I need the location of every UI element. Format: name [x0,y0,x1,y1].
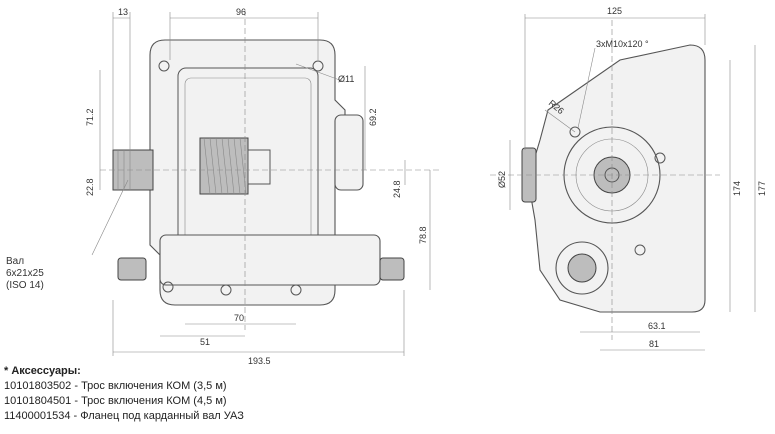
dim-63-1: 63.1 [648,321,666,331]
dim-81: 81 [649,339,659,349]
accessory-item: 11400001534 - Фланец под карданный вал У… [4,410,244,422]
accessories-list: * Аксессуары: 10101803502 - Трос включен… [4,364,244,424]
dim-70: 70 [234,313,244,323]
dim-d52: Ø52 [497,171,507,188]
thread-callout: 3xM10x120 ° [596,39,649,49]
dim-24-8: 24.8 [392,180,402,198]
dim-78-8: 78.8 [418,226,428,244]
dim-d11: Ø11 [338,74,354,84]
dim-96: 96 [236,7,246,17]
shaft-note-line: 6x21x25 [6,268,44,279]
shaft-note-line: (ISO 14) [6,280,44,291]
dim-174: 174 [732,181,742,196]
dim-193-5: 193.5 [248,356,271,366]
side-view: 125 3xM10x120 ° R26 Ø52 174 177 63.1 81 [490,6,767,351]
dim-13: 13 [118,7,128,17]
right-plug [379,257,405,281]
dim-125: 125 [607,6,622,16]
side-bolts [569,126,666,256]
lower-body [159,234,381,286]
accessories-title: * Аксессуары: [4,365,81,377]
gear [199,137,249,195]
bolt-holes [158,60,324,296]
dim-177: 177 [757,181,767,196]
dim-71-2: 71.2 [85,108,95,126]
output-boss [334,114,364,191]
dim-69-2: 69.2 [368,108,378,126]
dim-51: 51 [200,337,210,347]
left-plug [117,257,147,281]
front-view: 13 96 71.2 69.2 22.8 24.8 78.8 70 51 193… [85,7,440,366]
dim-22-8: 22.8 [85,178,95,196]
accessory-item: 10101804501 - Трос включения КОМ (4,5 м) [4,395,227,407]
shaft-note: Вал 6x21x25 (ISO 14) [6,256,44,292]
accessory-item: 10101803502 - Трос включения КОМ (3,5 м) [4,380,227,392]
shaft-note-line: Вал [6,256,25,267]
